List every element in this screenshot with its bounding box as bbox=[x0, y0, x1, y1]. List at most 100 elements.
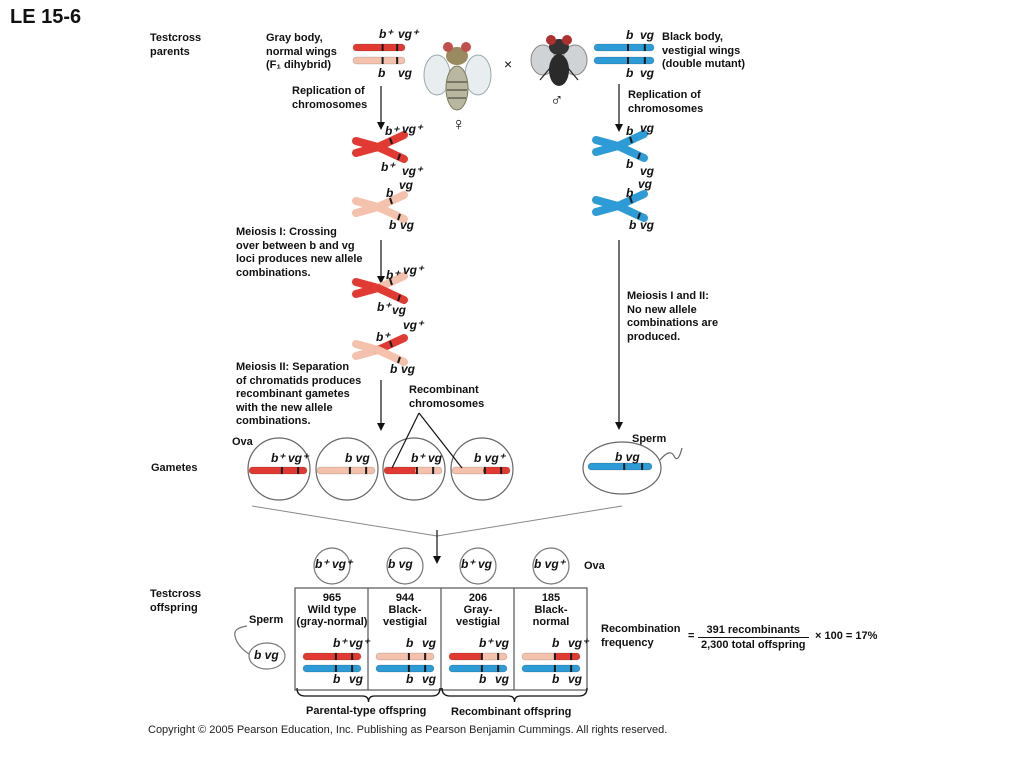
female-desc-line-1: Gray body, bbox=[266, 32, 323, 44]
meiosis2-line-5: combinations. bbox=[236, 415, 311, 427]
parental-type-label: Parental-type offspring bbox=[306, 705, 427, 717]
figure-label: LE 15-6 bbox=[10, 6, 82, 28]
offspring-sperm-label: Sperm bbox=[249, 614, 284, 626]
allele-vg-label: vg⁺ bbox=[568, 636, 589, 650]
ovum-cell bbox=[315, 437, 379, 501]
funnel-line bbox=[436, 505, 623, 537]
replication-right-line-2: chromosomes bbox=[628, 102, 704, 115]
allele-vg-label: vg bbox=[495, 636, 510, 650]
allele-b-label: b⁺ bbox=[381, 160, 395, 174]
allele-b-label: b bbox=[406, 672, 414, 686]
meiosis2-line-4: with the new allele bbox=[236, 401, 333, 414]
offspring-name-line-2: (gray-normal) bbox=[296, 616, 368, 628]
male-parent-description: Black body, vestigial wings (double muta… bbox=[662, 31, 745, 72]
parental-brace bbox=[296, 687, 441, 703]
allele-vg-label: vg bbox=[640, 121, 655, 135]
meiosis1-line-3: loci produces new allele bbox=[236, 253, 363, 265]
allele-b-label: b bbox=[626, 66, 634, 80]
female-symbol: ♀ bbox=[452, 114, 466, 134]
female-chromosome-bottom bbox=[352, 56, 406, 65]
allele-vg-label: vg bbox=[640, 218, 655, 232]
allele-vg-label: vg bbox=[640, 66, 655, 80]
allele-b-label: b⁺ bbox=[386, 268, 400, 282]
allele-b-label: b bbox=[378, 66, 386, 80]
meiosis1-line-4: combinations. bbox=[236, 266, 311, 279]
sperm-gametes-label: Sperm bbox=[632, 433, 667, 445]
allele-b-label: b⁺ bbox=[376, 330, 390, 344]
allele-b-label: b⁺ bbox=[377, 300, 391, 314]
sperm-chromosome bbox=[587, 462, 653, 471]
offspring-ova-label: Ova bbox=[584, 560, 605, 572]
meiosis2-line-2: of chromatids produces bbox=[236, 374, 362, 387]
allele-vg-label: vg bbox=[398, 66, 413, 80]
male-chromosome-top bbox=[593, 43, 655, 52]
allele-b-label: b bbox=[626, 124, 634, 138]
offspring-count: 944 bbox=[395, 592, 415, 604]
offspring-col-4-text: 185 Black- normal bbox=[515, 592, 587, 628]
offspring-chromosome-bottom bbox=[302, 664, 362, 673]
recombinant-offspring-label: Recombinant offspring bbox=[451, 706, 572, 718]
meiosis2-line-3: recombinant gametes bbox=[236, 388, 350, 400]
allele-b-label: b bbox=[333, 672, 341, 686]
offspring-chromosome-top bbox=[521, 652, 581, 661]
meiosis-right-line-4: produced. bbox=[627, 330, 681, 343]
copyright-notice: Copyright © 2005 Pearson Education, Inc.… bbox=[148, 724, 668, 736]
testcross-offspring-label: Testcross offspring bbox=[150, 588, 210, 615]
meiosis1-label: Meiosis I: Crossing over between b and v… bbox=[236, 226, 363, 280]
meiosis2-label: Meiosis II: Separation of chromatids pro… bbox=[236, 361, 361, 429]
offspring-sperm-tail bbox=[234, 625, 250, 655]
allele-b-label: b bbox=[390, 362, 398, 376]
male-chromosome-bottom bbox=[593, 56, 655, 65]
male-desc-line-1: Black body, bbox=[662, 31, 723, 43]
offspring-name-line-1: Wild type bbox=[307, 604, 357, 616]
allele-b-label: b bbox=[406, 636, 414, 650]
recombinant-brace bbox=[441, 687, 588, 703]
recombination-frequency-label: Recombination frequency bbox=[601, 623, 680, 650]
allele-b-label: b bbox=[629, 218, 637, 232]
testcross-parents-label: Testcross parents bbox=[150, 32, 210, 59]
allele-b-label: b bbox=[552, 636, 560, 650]
offspring-col-3-text: 206 Gray- vestigial bbox=[442, 592, 514, 628]
allele-vg-label: vg bbox=[399, 178, 414, 192]
recomb-label-line-2: frequency bbox=[601, 636, 654, 649]
offspring-ovum-label: b⁺ vg bbox=[461, 557, 493, 571]
funnel-line bbox=[251, 505, 438, 537]
replicated-pink-chromosome bbox=[352, 191, 408, 223]
offspring-name-line-2: normal bbox=[532, 616, 570, 628]
recombinant-chromosomes-label: Recombinant chromosomes bbox=[409, 384, 484, 411]
offspring-ovum-label: b⁺ vg⁺ bbox=[315, 557, 353, 571]
ovum-genotype-label: b⁺ vg bbox=[411, 451, 443, 465]
offspring-name-line-2: vestigial bbox=[382, 616, 428, 628]
recombinant-line-2: chromosomes bbox=[409, 397, 485, 410]
allele-vg-label: vg bbox=[392, 303, 407, 317]
allele-vg-label: vg bbox=[495, 672, 510, 686]
female-fly-icon bbox=[423, 42, 492, 111]
offspring-sperm-label: b vg bbox=[254, 648, 279, 662]
sperm-genotype-label: b vg bbox=[615, 450, 640, 464]
offspring-col-2-text: 944 Black- vestigial bbox=[369, 592, 441, 628]
offspring-count: 185 bbox=[541, 592, 561, 604]
offspring-chromosome-top bbox=[448, 652, 508, 661]
allele-vg-label: vg bbox=[422, 672, 437, 686]
allele-vg-label: vg⁺ bbox=[349, 636, 370, 650]
allele-vg-label: vg⁺ bbox=[403, 263, 424, 277]
allele-vg-label: vg⁺ bbox=[403, 318, 424, 332]
allele-vg-label: vg bbox=[349, 672, 364, 686]
recombination-fraction: 391 recombinants 2,300 total offspring bbox=[698, 624, 809, 651]
meiosis2-line-1: Meiosis II: Separation bbox=[236, 361, 350, 373]
allele-vg-label: vg⁺ bbox=[402, 164, 423, 178]
cross-symbol: × bbox=[504, 56, 513, 72]
male-symbol: ♂ bbox=[550, 90, 564, 110]
offspring-col-1-text: 965 Wild type (gray-normal) bbox=[296, 592, 368, 628]
allele-vg-label: vg bbox=[400, 218, 415, 232]
allele-vg-label: vg⁺ bbox=[398, 27, 419, 41]
replication-left-line-1: Replication of bbox=[292, 85, 365, 97]
offspring-name-line-1: Black- bbox=[534, 604, 568, 616]
replication-left-label: Replication of chromosomes bbox=[292, 85, 367, 112]
ovum-chromosome bbox=[316, 466, 376, 475]
offspring-name-line-1: Gray- bbox=[463, 604, 493, 616]
recombination-result: × 100 = 17% bbox=[815, 630, 878, 642]
